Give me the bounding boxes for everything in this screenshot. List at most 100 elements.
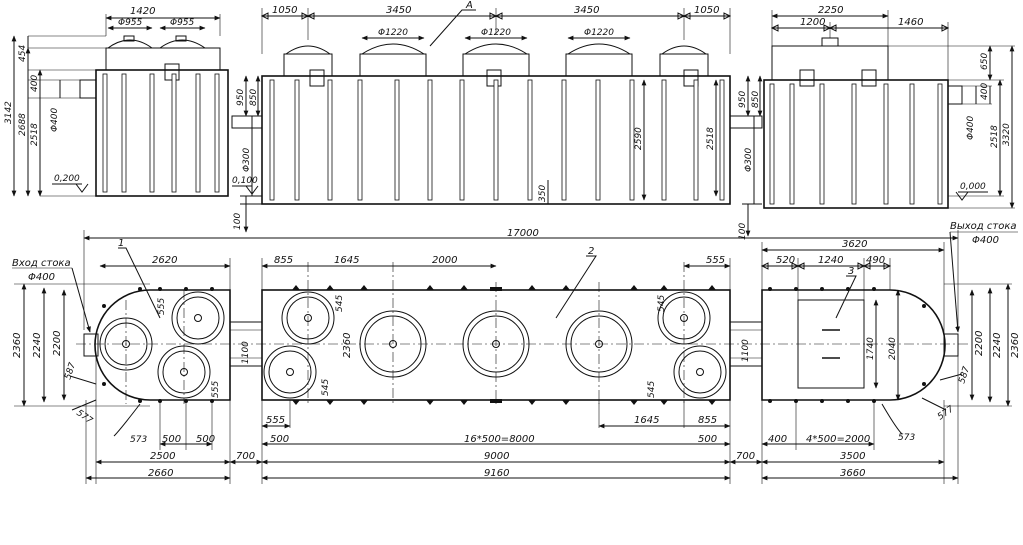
plan-left-700: 700 <box>236 451 255 462</box>
plan-right-2040: 2040 <box>888 337 898 360</box>
mid-level-left: 0,100 <box>232 176 258 186</box>
right-pipe-diameter: Φ400 <box>966 115 976 140</box>
inlet-diameter: Φ400 <box>28 272 55 283</box>
pos-3: 3 <box>848 266 854 277</box>
plan-right-3660: 3660 <box>840 468 865 479</box>
right-hatch-plate <box>797 299 865 389</box>
plan-left-2360: 2360 <box>12 333 23 358</box>
outlet-diameter: Φ400 <box>972 235 999 246</box>
plan-left-500b: 500 <box>196 434 215 445</box>
plan-left-2200: 2200 <box>52 331 63 356</box>
left-pipe-diameter: Φ400 <box>50 107 60 132</box>
mid-h850-right: 850 <box>751 91 761 108</box>
left-top-width: 1420 <box>130 6 155 17</box>
outlet-label: Выход стока <box>950 221 1017 232</box>
mid-connector-left <box>231 115 263 129</box>
plan-mid-555b: 555 <box>266 415 285 426</box>
right-handle-2 <box>861 69 877 87</box>
plan-right-1100: 1100 <box>741 339 751 362</box>
left-tank-neck <box>105 47 221 71</box>
right-width-1200: 1200 <box>800 17 825 28</box>
mid-h100-right: 100 <box>738 223 748 240</box>
plan-left-577: 577 <box>74 408 94 426</box>
plan-mid-1645b: 1645 <box>634 415 659 426</box>
plan-right-2200: 2200 <box>974 331 985 356</box>
left-inlet-pipe <box>79 79 97 99</box>
left-hatch-dome-2 <box>159 39 206 49</box>
mid-width-3450-right: 3450 <box>574 5 599 16</box>
plan-right-4x500: 4*500=2000 <box>806 434 870 445</box>
mid-width-3450-left: 3450 <box>386 5 411 16</box>
right-tank-neck <box>771 45 889 81</box>
plan-left-2660: 2660 <box>148 468 173 479</box>
plan-right-520: 520 <box>776 255 795 266</box>
plan-right-587: 587 <box>957 365 972 385</box>
left-hatch-dome-1 <box>107 39 153 49</box>
plan-mid-700: 700 <box>736 451 755 462</box>
plan-right-3620: 3620 <box>842 239 867 250</box>
mid-hatch-d2: Φ1220 <box>481 28 511 38</box>
mid-handles <box>309 69 699 87</box>
plan-right-1740: 1740 <box>866 337 876 360</box>
plan-left-1100: 1100 <box>241 341 251 364</box>
plan-mid-9000: 9000 <box>484 451 509 462</box>
plan-mid-500a: 500 <box>270 434 289 445</box>
left-elevation-view: 1420 Φ955 Φ955 454 400 3142 2688 2518 Φ4… <box>4 6 229 197</box>
left-h3142: 3142 <box>4 101 14 124</box>
right-tank-plan <box>761 287 959 403</box>
mid-width-1050-right: 1050 <box>694 5 719 16</box>
plan-mid-16x500: 16*500=8000 <box>464 434 535 445</box>
plan-right-2360: 2360 <box>1010 333 1021 358</box>
mid-ribs <box>269 79 725 201</box>
right-width-2250: 2250 <box>818 5 843 16</box>
right-hatch-cap <box>821 37 839 47</box>
plan-right-490: 490 <box>866 255 885 266</box>
pos-1: 1 <box>118 238 124 249</box>
plan-mid-545a: 545 <box>335 295 345 312</box>
mid-h950-right: 950 <box>738 91 748 108</box>
mid-h850-left: 850 <box>249 89 259 106</box>
mid-hatch-d3: Φ1220 <box>584 28 614 38</box>
plan-mid-2360: 2360 <box>342 333 353 358</box>
mid-tank-plan <box>261 262 731 405</box>
left-vent-2 <box>175 35 187 42</box>
plan-right-2240: 2240 <box>992 333 1003 358</box>
right-level: 0,000 <box>960 182 986 192</box>
mid-hatch-d1: Φ1220 <box>378 28 408 38</box>
plan-left-2240: 2240 <box>32 333 43 358</box>
right-outlet-pipe <box>947 85 963 105</box>
left-h2688: 2688 <box>18 113 28 136</box>
plan-mid-555a: 555 <box>706 255 725 266</box>
plan-left-500a: 500 <box>162 434 181 445</box>
mid-h950-left: 950 <box>236 89 246 106</box>
left-tank-body <box>95 69 229 197</box>
mid-callout-a: A <box>465 0 473 11</box>
right-elevation-view: 2250 1200 1460 650 400 Φ400 2518 3320 0,… <box>763 5 1015 209</box>
plan-mid-855b: 855 <box>698 415 717 426</box>
mid-width-1050-left: 1050 <box>272 5 297 16</box>
plan-mid-1645a: 1645 <box>334 255 359 266</box>
plan-mid-9160: 9160 <box>484 468 509 479</box>
plan-mid-545c: 545 <box>657 295 667 312</box>
right-ribs <box>769 83 943 205</box>
mid-pipe-left: Φ300 <box>242 147 252 172</box>
left-h454: 454 <box>18 45 28 62</box>
right-h2518: 2518 <box>990 125 1000 148</box>
plan-left-2620: 2620 <box>152 255 177 266</box>
plan-left-2500: 2500 <box>150 451 175 462</box>
left-tank-plan <box>83 287 231 404</box>
left-level: 0,200 <box>54 174 80 184</box>
plan-overall-length: 17000 <box>507 228 539 239</box>
left-ribs <box>102 73 220 193</box>
mid-hatch-domes <box>283 43 709 77</box>
plan-view: 17000 Вход стока Φ400 Выход стока Φ400 <box>12 221 1021 484</box>
pos-2: 2 <box>588 246 594 257</box>
right-h650: 650 <box>980 53 990 70</box>
mid-h350: 350 <box>538 185 548 202</box>
right-h3320: 3320 <box>1002 123 1012 146</box>
mid-h100-left: 100 <box>233 213 243 230</box>
plan-mid-545b: 545 <box>321 379 331 396</box>
plan-left-555a: 555 <box>157 298 167 315</box>
mid-h2590: 2590 <box>634 127 644 150</box>
